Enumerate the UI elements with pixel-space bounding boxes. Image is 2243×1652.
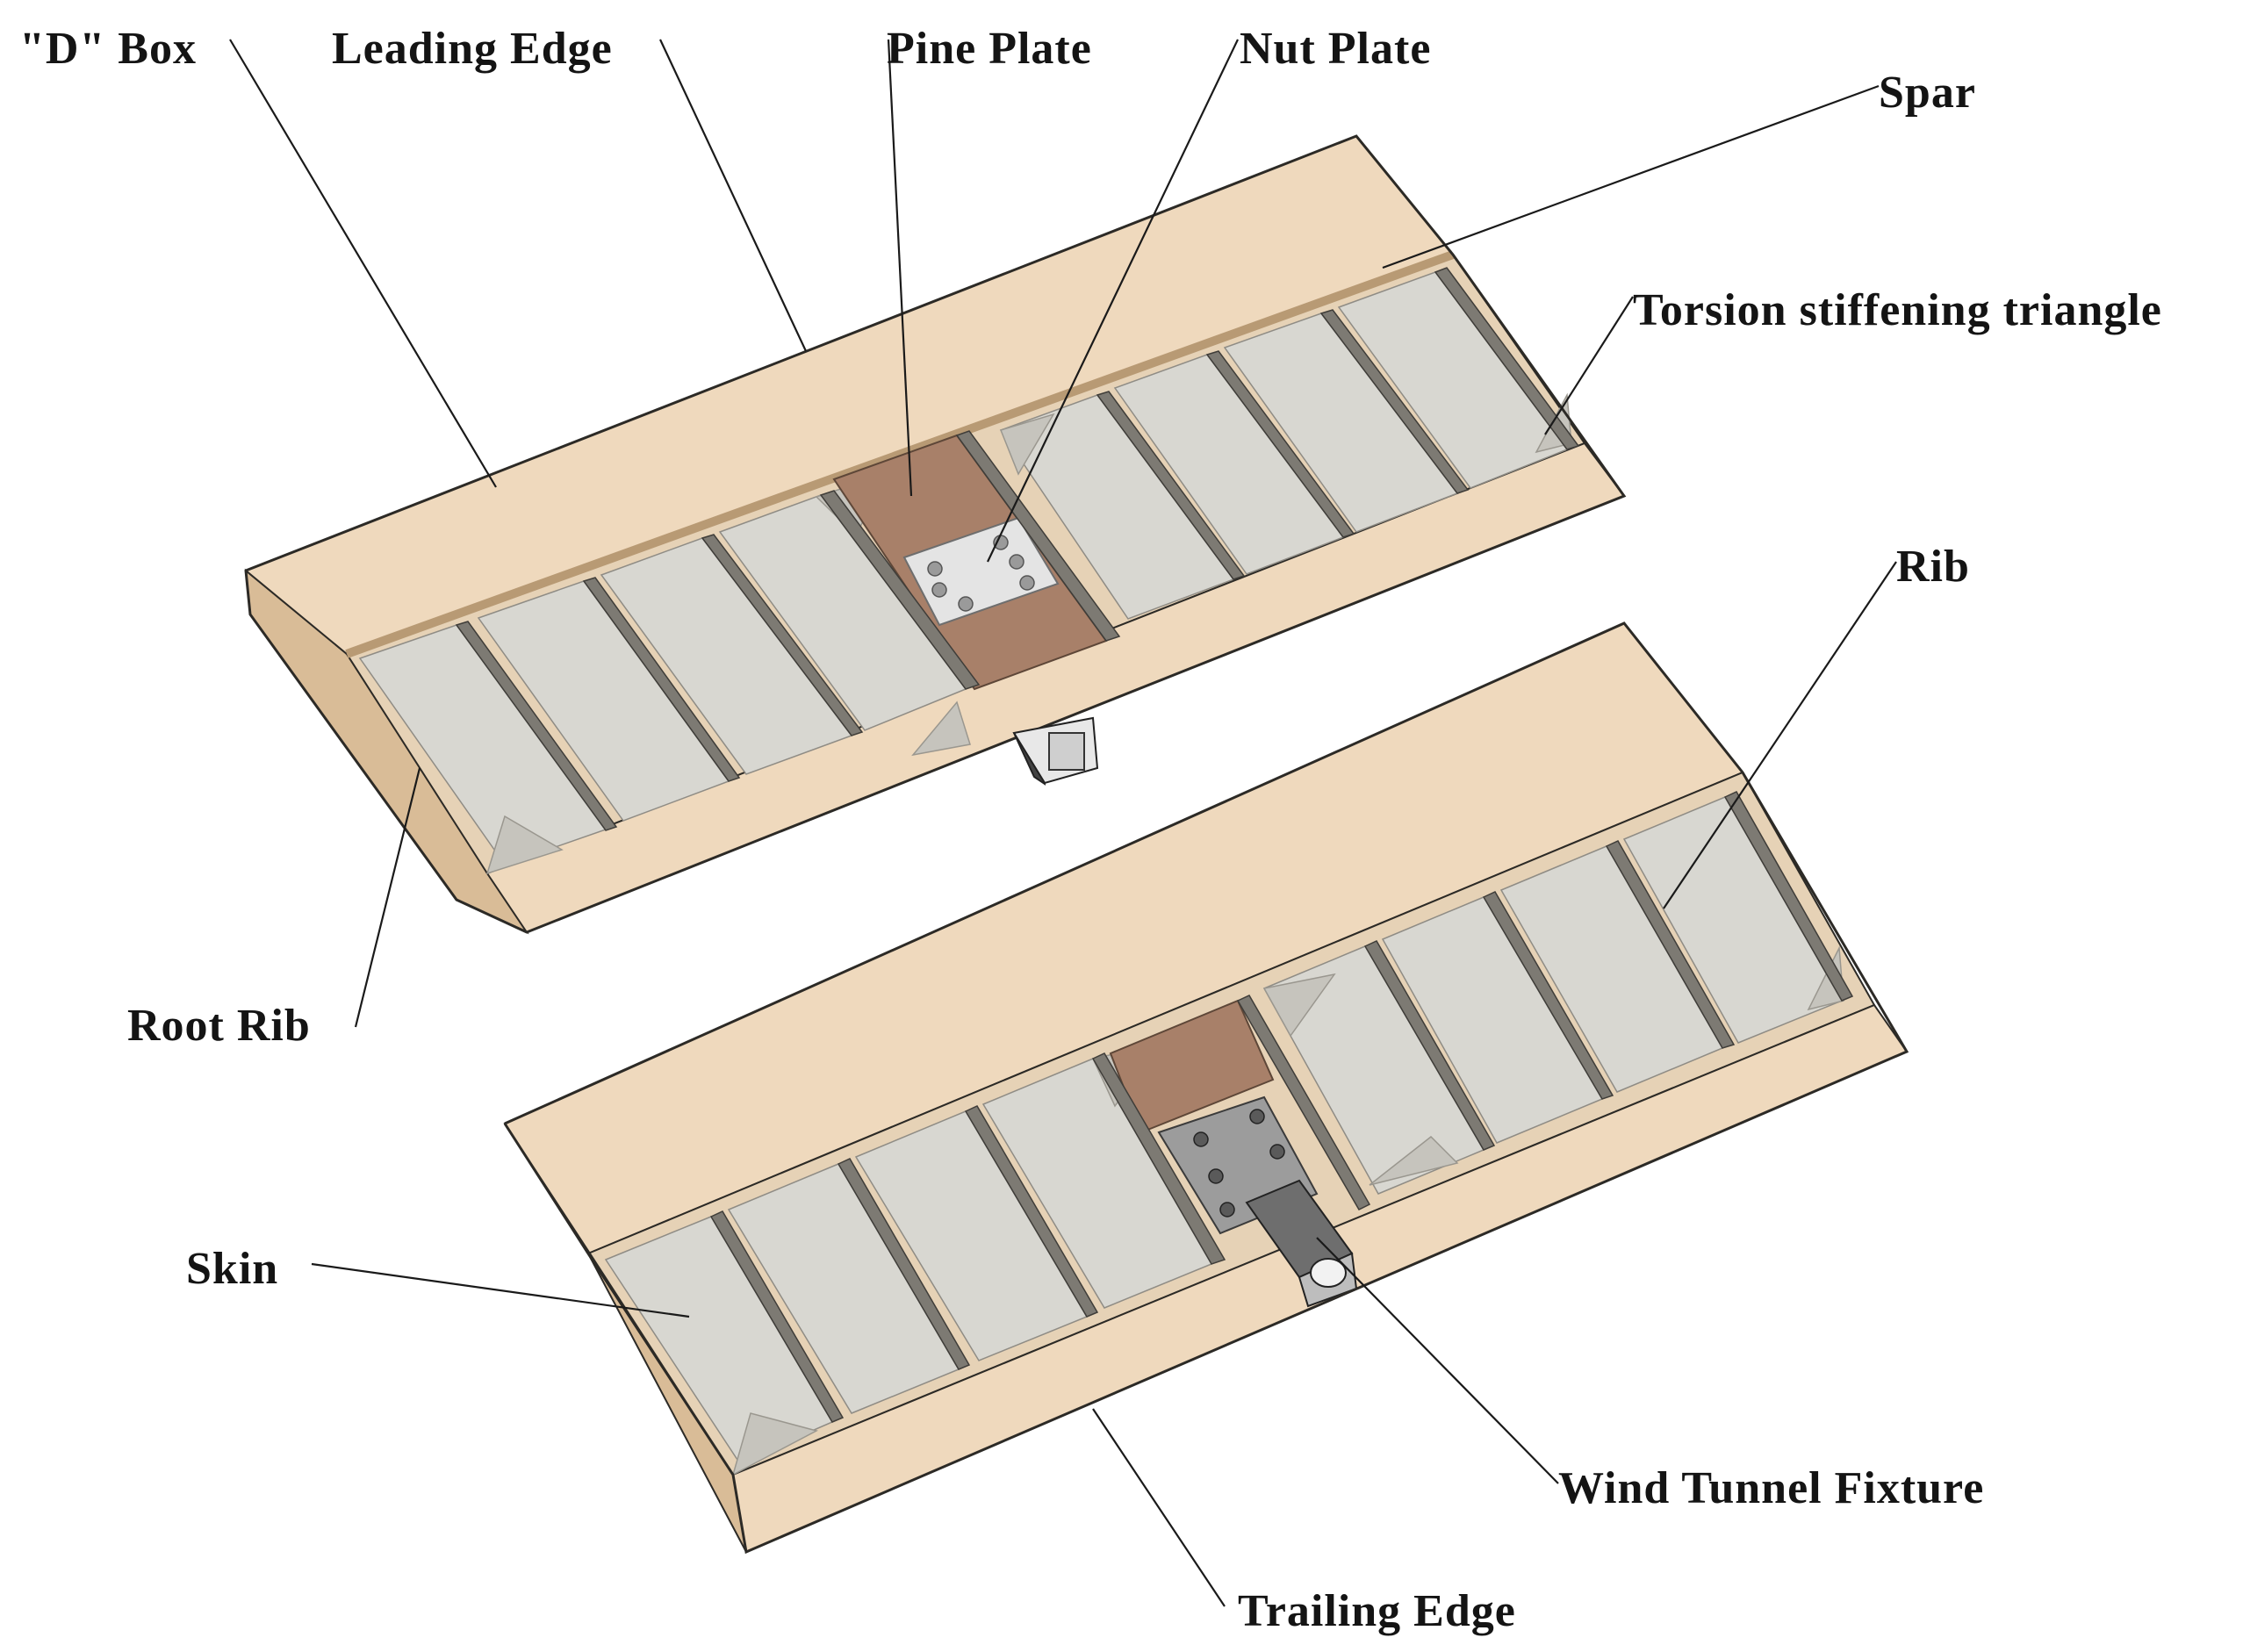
upper-leading-edge [244, 134, 1627, 934]
fixture-bolt [1208, 1168, 1224, 1184]
lower-rib [1091, 1052, 1226, 1265]
leader-torsion-triangle [1544, 296, 1634, 435]
fixture-bolt [1219, 1202, 1235, 1217]
labels: "D" Box Leading Edge Pine Plate Nut Plat… [19, 24, 2162, 1636]
upper-rib [701, 534, 864, 736]
lower-rib [837, 1158, 971, 1370]
lower-wing-outline [503, 621, 1909, 1555]
leader-spar [1382, 84, 1880, 269]
lower-torsion-triangle [1262, 973, 1336, 1038]
lower-rib [1723, 791, 1854, 1002]
leader-trailing-edge [1092, 1408, 1226, 1607]
leader-root-rib [354, 767, 421, 1028]
nut-plate-hole [931, 582, 947, 598]
lower-rib [709, 1210, 845, 1423]
upper-torsion-triangle [911, 700, 971, 757]
leader-skin [311, 1262, 690, 1318]
lower-torsion-triangle [1369, 1135, 1459, 1186]
upper-rib [1205, 350, 1355, 538]
leader-lines [229, 39, 1897, 1607]
leader-rib [1663, 561, 1897, 909]
nut-plate-hole [1009, 554, 1024, 570]
lower-torsion-triangle [731, 1412, 819, 1476]
fixture-bolt [1269, 1144, 1285, 1160]
lower-rib [964, 1105, 1099, 1318]
upper-rib [819, 490, 981, 690]
upper-ribs [455, 267, 1580, 831]
leader-leading-edge [659, 39, 807, 352]
lower-torsion-triangle [1807, 945, 1844, 1011]
upper-fixture-stub-bore [1048, 732, 1085, 771]
upper-nut-plate-holes [927, 535, 1035, 612]
label-torsion-triangle: Torsion stiffening triangle [1633, 285, 2162, 335]
upper-torsion-triangle [485, 815, 564, 875]
label-root-rib: Root Rib [127, 1001, 311, 1051]
fixture-bolt [1193, 1131, 1209, 1147]
lower-rib [1363, 940, 1496, 1151]
upper-rib [455, 621, 618, 831]
leader-pine-plate [887, 39, 913, 497]
upper-rib [1319, 309, 1470, 494]
leader-wind-tunnel-fixture [1316, 1237, 1559, 1484]
label-spar: Spar [1879, 68, 1976, 118]
label-wind-tunnel-fixture: Wind Tunnel Fixture [1558, 1463, 1984, 1513]
upper-rib [955, 430, 1121, 642]
lower-ribs [709, 791, 1854, 1423]
label-pine-plate: Pine Plate [887, 24, 1092, 74]
label-d-box: "D" Box [19, 24, 197, 74]
label-leading-edge: Leading Edge [332, 24, 613, 74]
lower-fixture-plate-bolts [1193, 1109, 1285, 1217]
nut-plate-hole [927, 561, 943, 577]
nut-plate-hole [958, 596, 974, 612]
lower-rib [1236, 995, 1371, 1210]
upper-spar [345, 250, 1455, 658]
upper-rib [1434, 267, 1580, 450]
label-trailing-edge: Trailing Edge [1238, 1586, 1516, 1636]
upper-torsion-triangle [999, 413, 1055, 476]
upper-rib [1096, 391, 1246, 580]
upper-bays [358, 271, 1569, 866]
lower-rib [1482, 891, 1614, 1100]
nut-plate-hole [1019, 575, 1035, 591]
leader-d-box [229, 39, 497, 488]
wind-tunnel-fixture-bore [1310, 1258, 1347, 1288]
upper-nut-plate [902, 516, 1060, 627]
lower-bays [604, 796, 1844, 1463]
lower-wing [503, 621, 1909, 1555]
upper-rib [582, 577, 741, 782]
label-rib: Rib [1896, 542, 1970, 592]
lower-rib [1605, 840, 1736, 1049]
label-nut-plate: Nut Plate [1240, 24, 1431, 74]
label-skin: Skin [186, 1244, 278, 1294]
leader-nut-plate [987, 39, 1239, 563]
fixture-bolt [1249, 1109, 1265, 1124]
upper-wing [244, 134, 1627, 935]
upper-fixture-stub-side [1013, 732, 1046, 786]
